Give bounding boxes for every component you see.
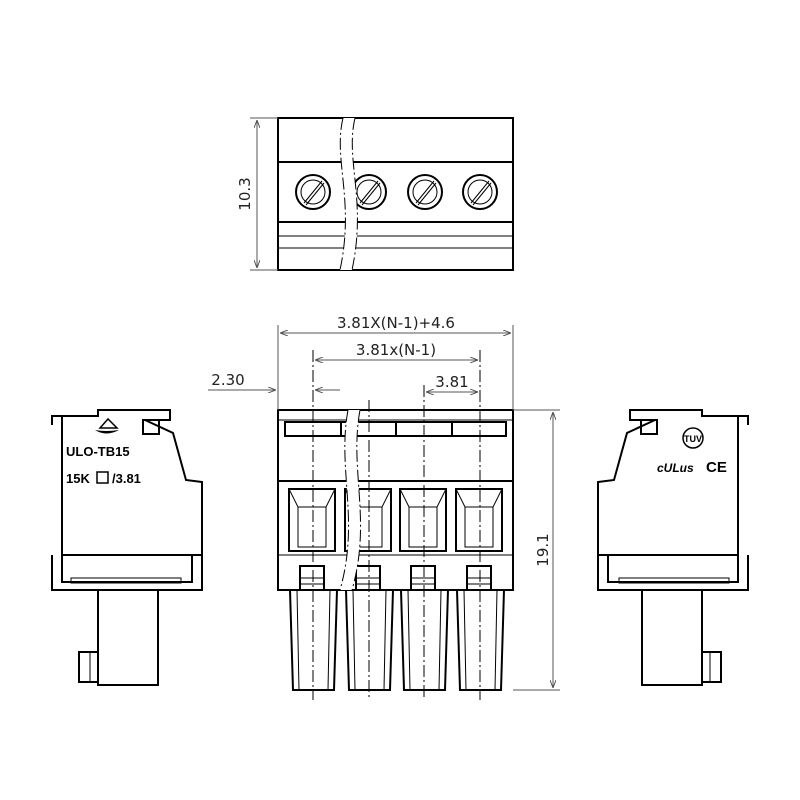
tuv-icon: TUV [682,427,704,449]
ce-icon: CE [706,459,727,476]
top-view: 10.3 [236,117,514,271]
code-label: 15K [66,471,90,486]
dim-pitch-span: 3.81x(N-1) [356,341,436,359]
ul-icon: cULus [657,461,694,475]
dim-overall-width: 3.81X(N-1)+4.6 [337,314,455,332]
wire-entries [288,488,503,591]
dim-height-top: 10.3 [236,177,254,210]
screw-icons [295,174,498,210]
dim-edge-offset: 2.30 [211,371,244,389]
model-label: ULO-TB15 [66,444,130,459]
pins [289,589,505,691]
pitch-label: /3.81 [112,471,141,486]
logo-icon [95,417,119,434]
dim-height-front: 19.1 [534,533,552,566]
right-side-view [597,409,749,686]
svg-text:TUV: TUV [684,434,702,444]
front-view: 3.81X(N-1)+4.6 3.81x(N-1) 2.30 3.81 19.1 [208,314,560,700]
left-side-view [51,409,203,686]
pole-count-box [96,471,109,484]
dim-pitch: 3.81 [435,373,468,391]
